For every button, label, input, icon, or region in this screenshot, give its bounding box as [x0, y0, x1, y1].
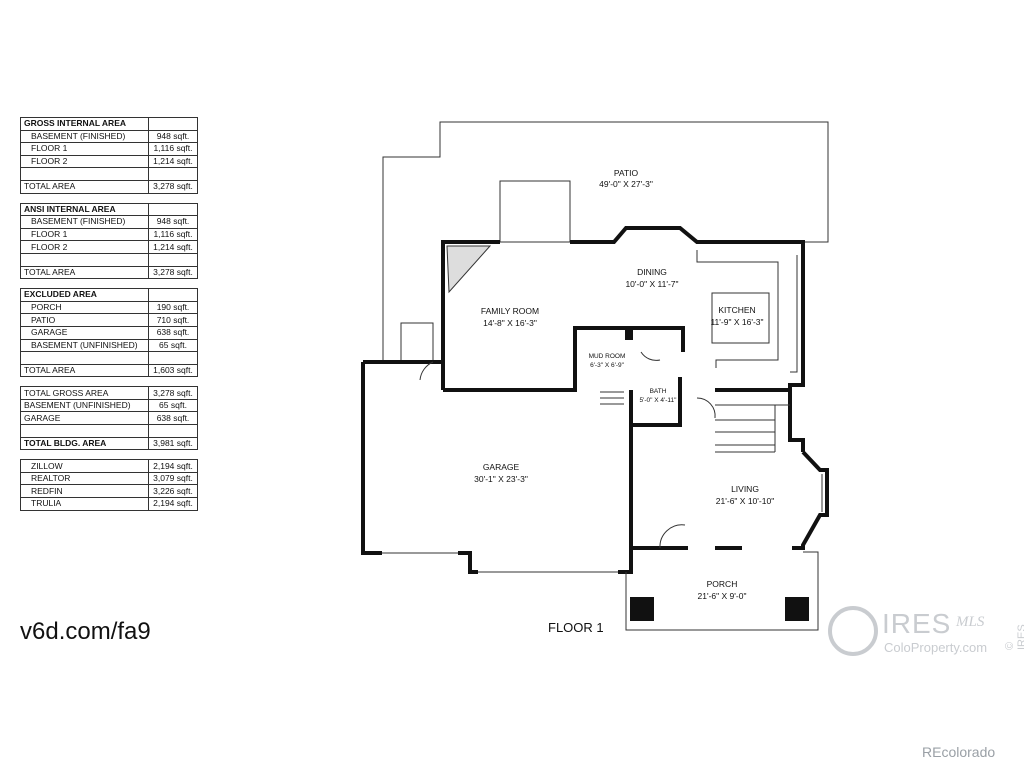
room-porch-dims: 21'-6" X 9'-0" — [698, 591, 747, 601]
ires-logo: IRES MLS ColoProperty.com © IRES — [826, 604, 1024, 664]
room-dining-dims: 10'-0" X 11'-7" — [625, 279, 678, 289]
walls — [361, 226, 829, 574]
area-table: GROSS INTERNAL AREA BASEMENT (FINISHED)9… — [20, 117, 198, 511]
logo-brand: IRES — [882, 608, 952, 639]
porch-column — [630, 597, 654, 621]
pillar — [625, 328, 633, 340]
credit-recolorado: REcolorado — [922, 744, 996, 760]
total-value: 1,603 sqft. — [148, 363, 198, 378]
patio-outline — [382, 121, 829, 362]
room-bath-dims: 5'-0" X 4'-11" — [640, 397, 678, 404]
table-row: BASEMENT (UNFINISHED)65 sqft. — [20, 398, 198, 413]
total-value: 3,278 sqft. — [148, 179, 198, 194]
porch-column — [785, 597, 809, 621]
room-family-dims: 14'-8" X 16'-3" — [483, 318, 537, 328]
room-bath-name: BATH — [650, 388, 667, 395]
room-garage-dims: 30'-1" X 23'-3" — [474, 474, 528, 484]
room-kitchen-name: KITCHEN — [718, 305, 755, 315]
table-row — [20, 424, 198, 438]
total-label: TOTAL AREA — [20, 265, 149, 280]
row-label: TRULIA — [20, 497, 149, 511]
logo-side: © IRES — [1004, 624, 1024, 650]
room-kitchen-dims: 11'-9" X 16'-3" — [710, 317, 763, 327]
logo-site: ColoProperty.com — [884, 640, 988, 655]
table-header-row: ANSI INTERNAL AREA — [20, 202, 198, 217]
room-porch-name: PORCH — [707, 579, 738, 589]
room-living-dims: 21'-6" X 10'-10" — [716, 496, 774, 506]
room-family-name: FAMILY ROOM — [481, 306, 539, 316]
room-patio-name: PATIO — [614, 168, 639, 178]
room-living-name: LIVING — [731, 484, 759, 494]
total-label: TOTAL AREA — [20, 179, 149, 194]
house-circle-icon — [828, 606, 878, 656]
table-header-row: EXCLUDED AREA — [20, 288, 198, 302]
floor-label: FLOOR 1 — [548, 620, 604, 635]
room-mud-name: MUD ROOM — [589, 353, 626, 360]
room-mud-dims: 6'-3" X 6'-9" — [590, 362, 625, 369]
total-value: 3,278 sqft. — [148, 265, 198, 280]
row-value: 638 sqft. — [148, 325, 198, 340]
room-patio-dims: 49'-0" X 27'-3" — [599, 179, 653, 189]
room-dining-name: DINING — [637, 267, 667, 277]
total-value: 3,981 sqft. — [148, 436, 198, 451]
row-value: 2,194 sqft. — [148, 497, 198, 511]
table-row: BASEMENT (FINISHED)948 sqft. — [20, 129, 198, 144]
logo-mls: MLS — [956, 614, 985, 630]
tour-url: v6d.com/fa9 — [20, 618, 151, 645]
room-garage-name: GARAGE — [483, 462, 520, 472]
interior-lines — [382, 245, 823, 631]
total-label: TOTAL BLDG. AREA — [20, 436, 149, 451]
table-row: BASEMENT (UNFINISHED)65 sqft. — [20, 338, 198, 353]
row-value: 190 sqft. — [148, 300, 198, 315]
